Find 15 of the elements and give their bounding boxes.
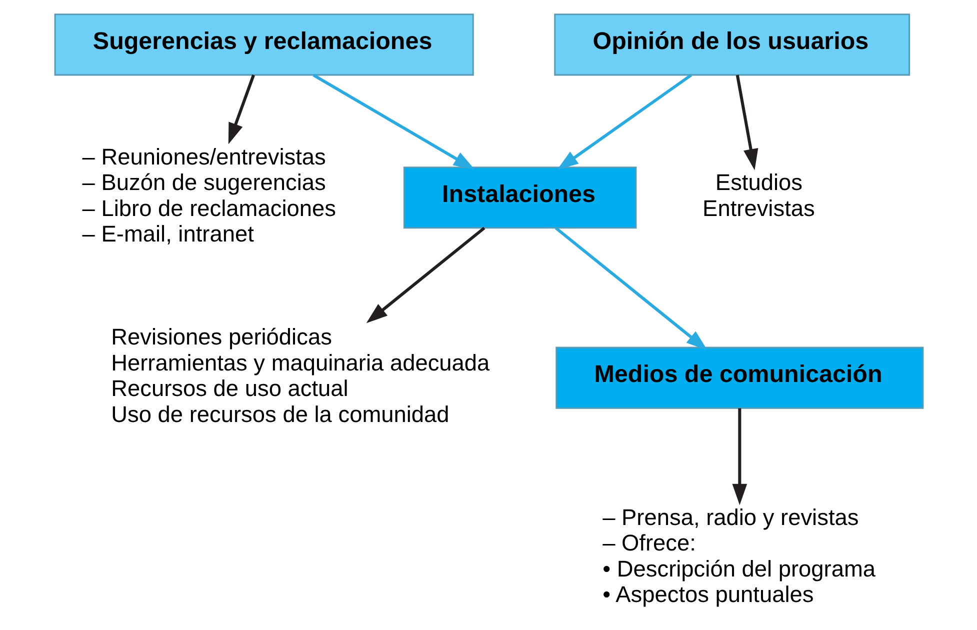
node-text: – Reuniones/entrevistas – Buzón de sugerencias – Libro de reclamaciones – E-mail, intranet <box>82 143 336 247</box>
node-box: Instalaciones <box>402 166 636 229</box>
node-box: Sugerencias y reclamaciones <box>54 14 474 76</box>
arrow <box>556 74 692 170</box>
arrow <box>312 74 474 170</box>
arrow <box>735 74 758 170</box>
node-box: Opinión de los usuarios <box>554 14 910 76</box>
node-text: Estudios Entrevistas <box>702 169 814 221</box>
arrow <box>554 226 707 350</box>
arrow <box>228 74 254 144</box>
node-text: Revisiones periódicas Herramientas y maquinaria adecuada Recursos de uso actual Uso de recursos de la comunidad <box>110 324 490 427</box>
arrow <box>732 408 747 506</box>
node-text: – Prensa, radio y revistas – Ofrece: • Descripción del programa • Aspectos puntuales <box>602 504 876 608</box>
node-box: Medios de comunicación <box>555 346 924 409</box>
arrow <box>366 226 485 324</box>
